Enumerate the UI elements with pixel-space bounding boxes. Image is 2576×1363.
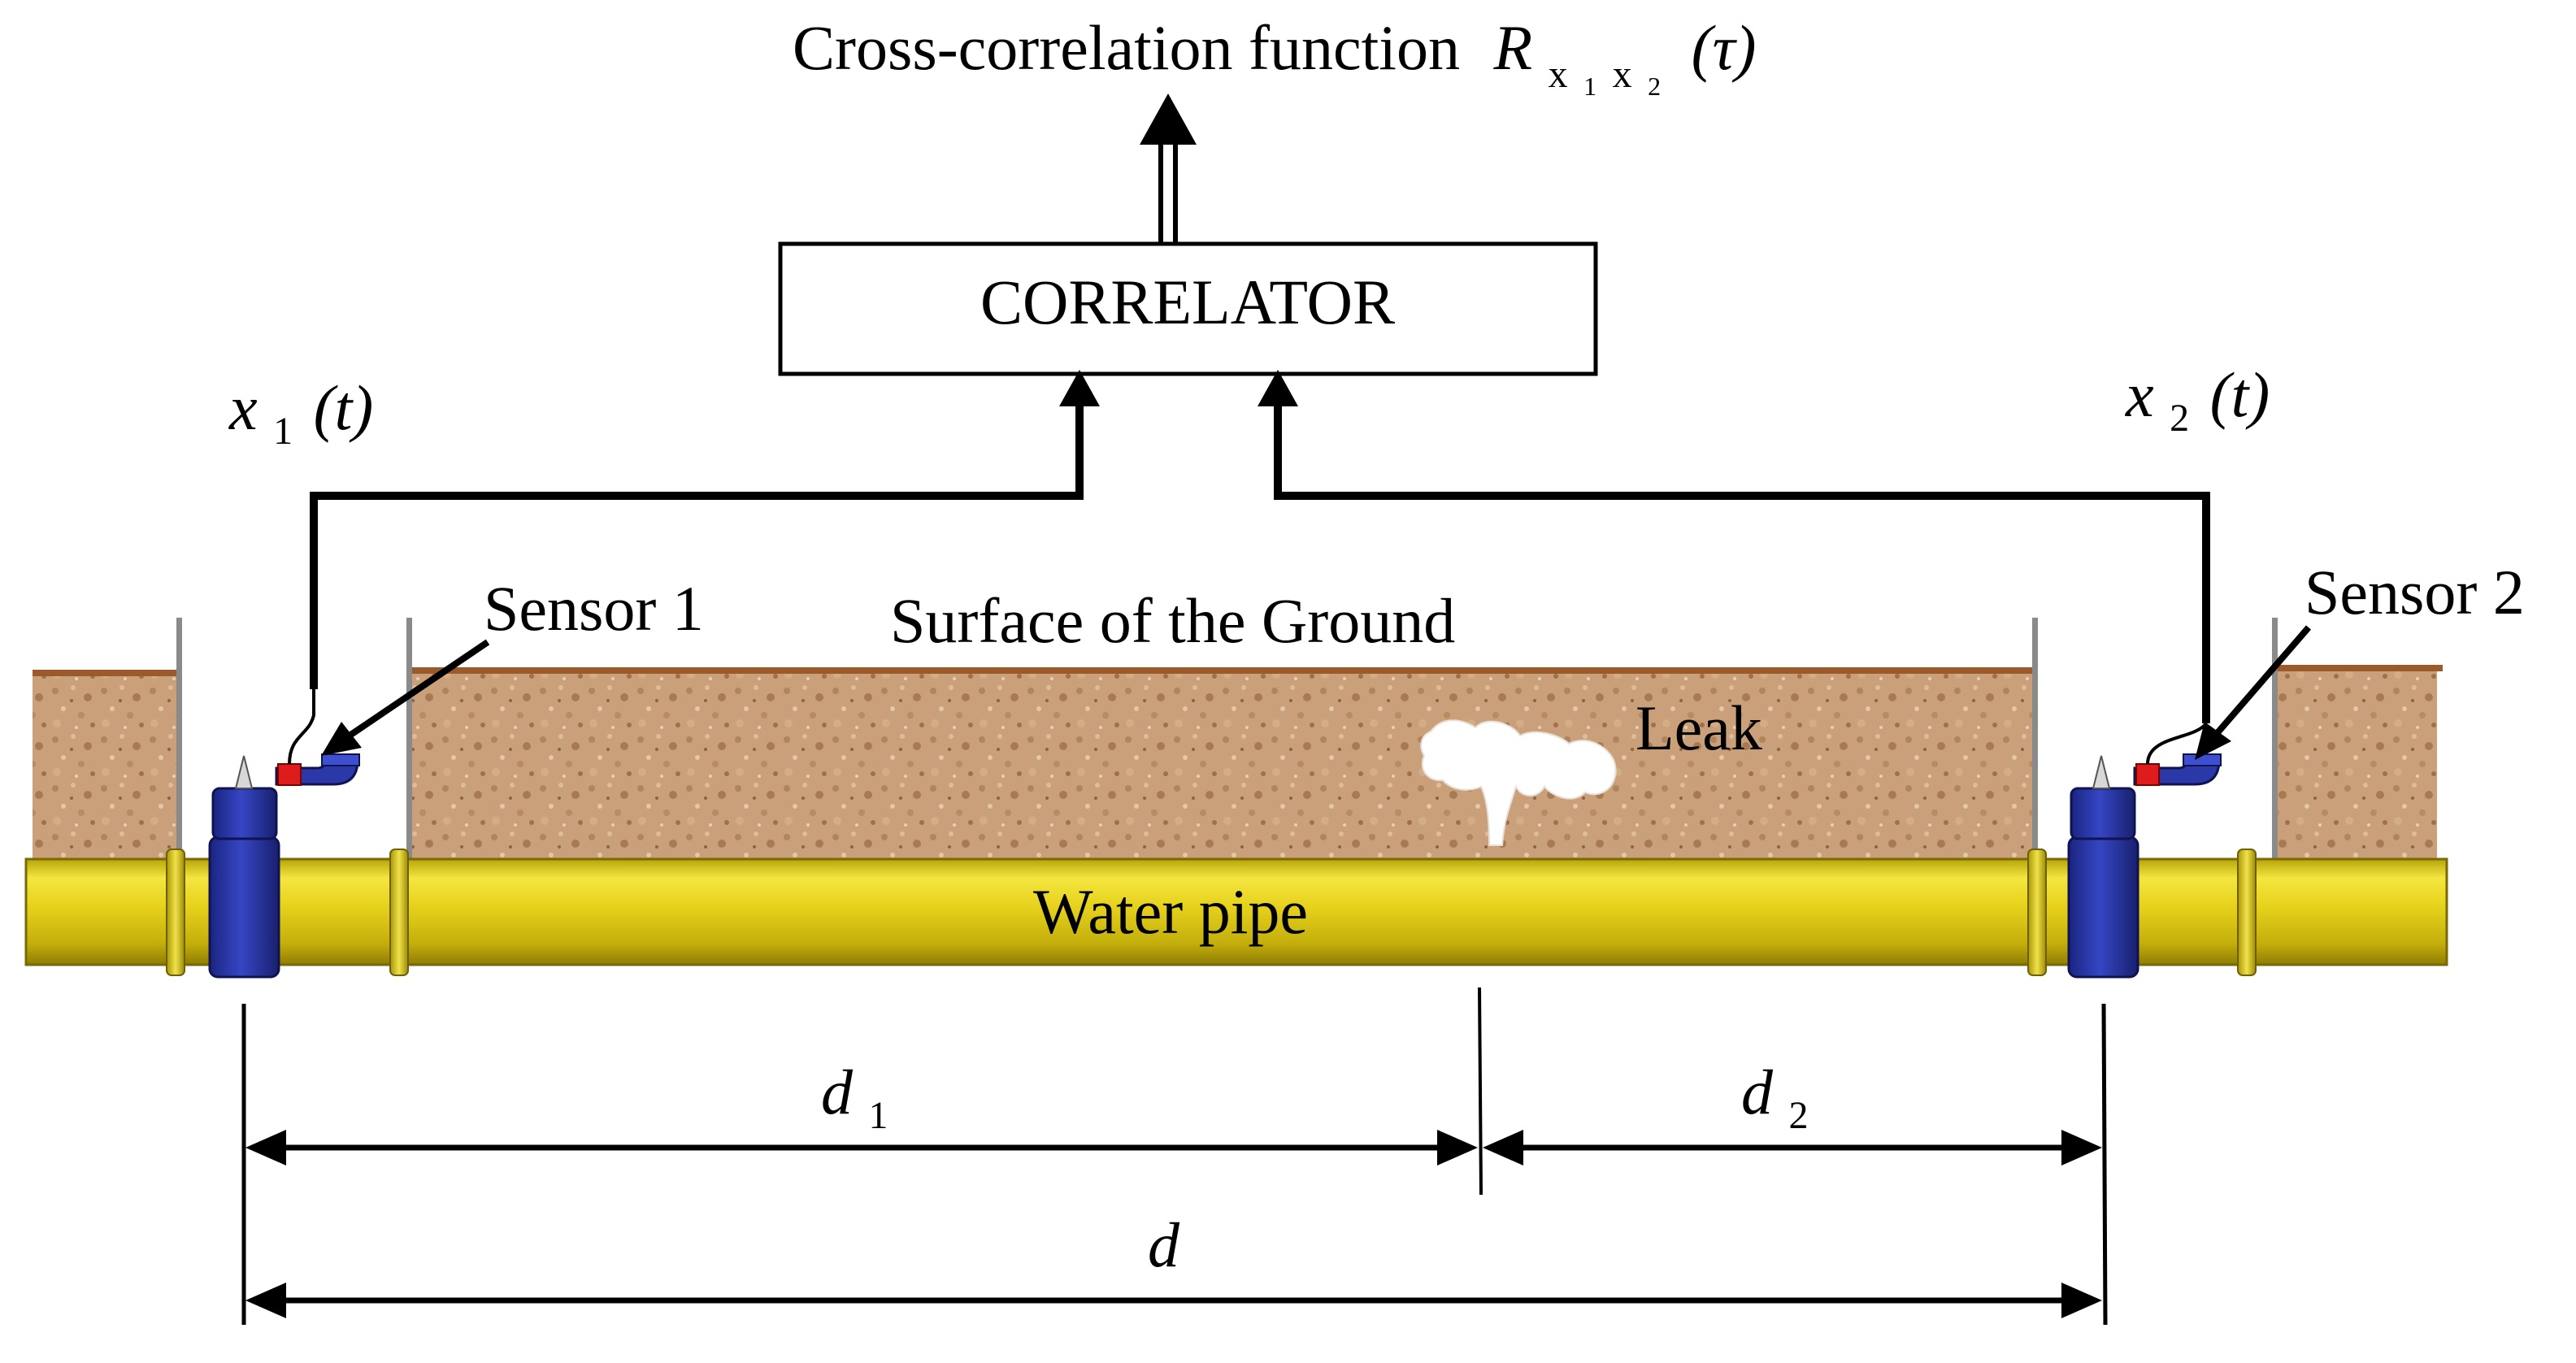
signal-wire-2 xyxy=(1258,370,2210,723)
title-sub-a: x xyxy=(1549,53,1568,96)
d2-label: d 2 xyxy=(1741,1057,1809,1137)
title-sub-b: x xyxy=(1613,53,1632,96)
signal-2-label: x 2 (t) xyxy=(2125,359,2270,445)
soil-right xyxy=(2274,665,2443,862)
dimension-markers xyxy=(241,987,2108,1326)
pit-walls xyxy=(176,618,2278,862)
sensor-1-label: Sensor 1 xyxy=(484,573,704,644)
d-arrow xyxy=(245,1283,2102,1318)
title-symbol: R xyxy=(1492,12,1532,83)
sensor-1 xyxy=(277,689,315,786)
d1-label: d 1 xyxy=(821,1057,888,1137)
water-pipe-label: Water pipe xyxy=(1033,876,1308,947)
signal-wire-1 xyxy=(310,370,1100,689)
title-sub-b-index: 2 xyxy=(1648,72,1661,101)
water-pipe: Water pipe xyxy=(24,849,2448,976)
title-text: Cross-correlation function R x 1 x 2 (τ) xyxy=(793,12,1756,109)
valve-2 xyxy=(2067,753,2222,979)
correlator-label: CORRELATOR xyxy=(980,267,1395,337)
soil-left xyxy=(33,670,179,862)
correlator-box: CORRELATOR xyxy=(778,241,1598,376)
title-arg: (τ) xyxy=(1692,12,1757,83)
sensor-2-label: Sensor 2 xyxy=(2304,557,2525,627)
sensor-1-pointer xyxy=(321,639,490,756)
title-sub-a-index: 1 xyxy=(1583,72,1596,101)
leak-spot xyxy=(1420,719,1617,846)
ground-surface-label: Surface of the Ground xyxy=(890,585,1455,656)
d2-arrow xyxy=(1483,1130,2102,1165)
title-prefix: Cross-correlation function xyxy=(793,12,1460,83)
signal-1-label: x 1 (t) xyxy=(228,372,373,458)
output-arrow xyxy=(1140,93,1197,244)
sensor-2-pointer xyxy=(2195,625,2312,760)
sensor-2 xyxy=(2135,722,2208,786)
leak-label: Leak xyxy=(1636,692,1762,763)
d1-arrow xyxy=(245,1130,1478,1165)
correlation-title: Cross-correlation function R x 1 x 2 (τ) xyxy=(793,12,1756,109)
soil-middle xyxy=(411,667,2035,862)
d-label: d xyxy=(1148,1209,1180,1280)
